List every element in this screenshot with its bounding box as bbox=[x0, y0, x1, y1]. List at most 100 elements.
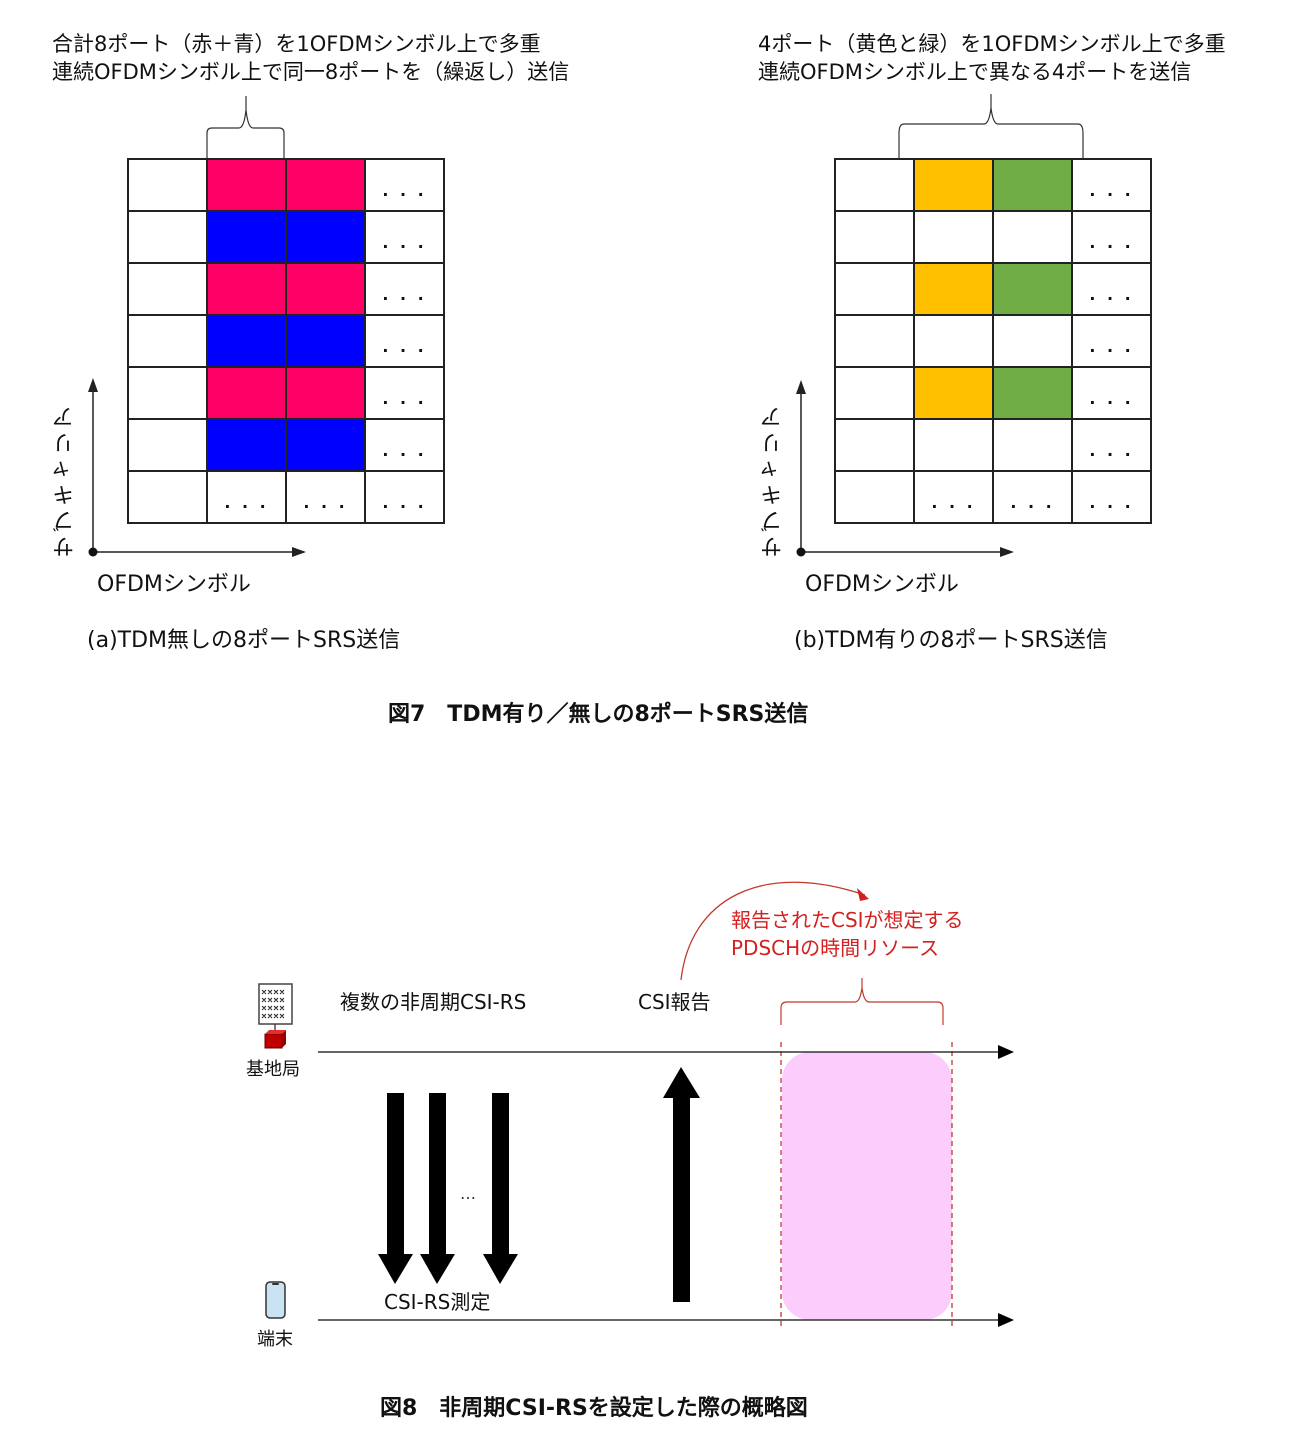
ellipsis-mark: · · · bbox=[1089, 393, 1134, 412]
ellipsis-mark: · · · bbox=[382, 185, 427, 204]
panel-a-annotation-line1: 合計8ポート（赤＋青）を1OFDMシンボル上で多重 bbox=[52, 32, 541, 56]
ellipsis-mark: · · · bbox=[1089, 289, 1134, 308]
report-curved-arrow bbox=[680, 881, 866, 981]
panel-b-brace-and-axes bbox=[796, 94, 1084, 557]
grid-cell: · · · bbox=[365, 263, 444, 315]
pdsch-note-line2: PDSCHの時間リソース bbox=[731, 936, 940, 960]
ellipsis-mark: · · · bbox=[382, 289, 427, 308]
grid-cell bbox=[207, 315, 286, 367]
ellipsis-mark: · · · bbox=[382, 237, 427, 256]
grid-cell bbox=[835, 211, 914, 263]
panel-b-annotation-line1: 4ポート（黄色と緑）を1OFDMシンボル上で多重 bbox=[758, 32, 1226, 56]
panel-a-subcaption: (a)TDM無しの8ポートSRS送信 bbox=[87, 628, 401, 653]
figure-8-caption: 図8 非周期CSI-RSを設定した際の概略図 bbox=[380, 1396, 808, 1421]
grid-cell bbox=[993, 367, 1072, 419]
grid-cell: · · · bbox=[1072, 211, 1151, 263]
grid-cell: · · · bbox=[914, 471, 993, 523]
ellipsis-mark: · · · bbox=[1010, 497, 1055, 516]
grid-cell: · · · bbox=[993, 471, 1072, 523]
grid-cell: · · · bbox=[1072, 159, 1151, 211]
panel-a-resource-grid: · · · · · · · · · · · · · · · · · · · · · · · ·… bbox=[127, 158, 445, 524]
grid-cell bbox=[207, 159, 286, 211]
grid-cell bbox=[128, 471, 207, 523]
panel-a-annotation-line2: 連続OFDMシンボル上で同一8ポートを（繰返し）送信 bbox=[52, 60, 570, 84]
grid-cell bbox=[835, 263, 914, 315]
pdsch-note-line1: 報告されたCSIが想定する bbox=[731, 908, 964, 932]
grid-cell bbox=[286, 159, 365, 211]
ellipsis-mark: · · · bbox=[931, 497, 976, 516]
grid-cell bbox=[993, 211, 1072, 263]
grid-cell: · · · bbox=[365, 211, 444, 263]
panel-b-annotation-line2: 連続OFDMシンボル上で異なる4ポートを送信 bbox=[758, 60, 1192, 84]
grid-cell bbox=[835, 471, 914, 523]
ellipsis-mark: · · · bbox=[1089, 497, 1134, 516]
ellipsis-mark: · · · bbox=[1089, 237, 1134, 256]
grid-cell bbox=[128, 211, 207, 263]
grid-cell bbox=[128, 315, 207, 367]
csi-report-label: CSI報告 bbox=[638, 990, 711, 1014]
grid-cell bbox=[914, 367, 993, 419]
figure-7-caption: 図7 TDM有り／無しの8ポートSRS送信 bbox=[388, 702, 809, 727]
grid-cell: · · · bbox=[1072, 315, 1151, 367]
grid-cell bbox=[286, 419, 365, 471]
csi-rs-label: 複数の非周期CSI-RS bbox=[340, 990, 527, 1014]
panel-b-resource-grid: · · · · · · · · · · · · · · · · · · · · · · · ·… bbox=[834, 158, 1152, 524]
grid-cell bbox=[207, 211, 286, 263]
grid-cell bbox=[914, 159, 993, 211]
grid-cell bbox=[835, 367, 914, 419]
grid-cell bbox=[207, 263, 286, 315]
grid-cell bbox=[993, 159, 1072, 211]
pdsch-time-resource-region bbox=[782, 1052, 952, 1320]
grid-cell: · · · bbox=[1072, 263, 1151, 315]
pdsch-brace bbox=[780, 978, 944, 1025]
grid-cell: · · · bbox=[365, 471, 444, 523]
grid-cell bbox=[286, 367, 365, 419]
csi-report-up-arrow bbox=[663, 1067, 700, 1302]
ellipsis-mark: · · · bbox=[382, 445, 427, 464]
grid-cell: · · · bbox=[365, 315, 444, 367]
ellipsis-mark: · · · bbox=[382, 497, 427, 516]
grid-cell bbox=[993, 419, 1072, 471]
csi-rs-down-arrows bbox=[378, 1093, 518, 1284]
grid-cell: · · · bbox=[1072, 419, 1151, 471]
arrows-ellipsis: … bbox=[460, 1184, 476, 1203]
grid-cell bbox=[835, 159, 914, 211]
grid-cell bbox=[286, 211, 365, 263]
grid-cell bbox=[128, 367, 207, 419]
grid-cell bbox=[286, 315, 365, 367]
grid-cell: · · · bbox=[365, 367, 444, 419]
grid-cell bbox=[993, 315, 1072, 367]
terminal-phone-icon bbox=[265, 1281, 286, 1319]
grid-cell bbox=[128, 263, 207, 315]
base-station-label: 基地局 bbox=[246, 1059, 300, 1080]
grid-cell: · · · bbox=[1072, 367, 1151, 419]
panel-b-subcaption: (b)TDM有りの8ポートSRS送信 bbox=[794, 628, 1108, 653]
grid-cell bbox=[835, 315, 914, 367]
ellipsis-mark: · · · bbox=[382, 393, 427, 412]
panel-b-x-axis-label: OFDMシンボル bbox=[805, 572, 959, 597]
ellipsis-mark: · · · bbox=[382, 341, 427, 360]
ellipsis-mark: · · · bbox=[224, 497, 269, 516]
base-station-icon bbox=[258, 983, 293, 1049]
ellipsis-mark: · · · bbox=[1089, 185, 1134, 204]
grid-cell bbox=[835, 419, 914, 471]
grid-cell bbox=[128, 419, 207, 471]
ellipsis-mark: · · · bbox=[1089, 445, 1134, 464]
grid-cell bbox=[914, 315, 993, 367]
grid-cell bbox=[914, 211, 993, 263]
grid-cell bbox=[914, 419, 993, 471]
grid-cell bbox=[914, 263, 993, 315]
grid-cell: · · · bbox=[286, 471, 365, 523]
grid-cell bbox=[128, 159, 207, 211]
panel-a-brace-and-axes bbox=[88, 96, 306, 557]
ellipsis-mark: · · · bbox=[1089, 341, 1134, 360]
grid-cell bbox=[207, 419, 286, 471]
grid-cell bbox=[207, 367, 286, 419]
grid-cell: · · · bbox=[365, 159, 444, 211]
panel-a-x-axis-label: OFDMシンボル bbox=[97, 572, 251, 597]
grid-cell: · · · bbox=[207, 471, 286, 523]
csi-rs-measurement-label: CSI-RS測定 bbox=[384, 1290, 491, 1314]
terminal-label: 端末 bbox=[257, 1329, 293, 1350]
grid-cell bbox=[993, 263, 1072, 315]
